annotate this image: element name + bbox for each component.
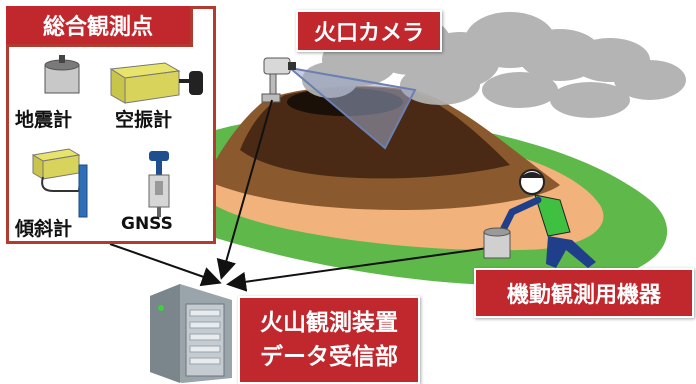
crater-camera-icon: [261, 57, 296, 103]
field-worker-icon: [498, 169, 596, 268]
instrument-label-seismometer: 地震計: [15, 109, 73, 131]
arrow-panel-to-receiver: [109, 243, 222, 287]
instrument-label-gnss: GNSS: [121, 214, 173, 234]
panel-instrument-icons: [31, 55, 203, 218]
tiltmeter-icon: [31, 148, 88, 218]
mobile-instrument-icon: [483, 227, 511, 259]
camera-field-of-view: [286, 66, 417, 150]
integrated-station-panel: 総合観測点: [6, 6, 216, 244]
receiver-label: 火山観測装置 データ受信部: [238, 296, 420, 384]
instrument-label-infrasound: 空振計: [115, 109, 173, 131]
instrument-label-tiltmeter: 傾斜計: [15, 218, 73, 240]
receiver-label-line1: 火山観測装置: [260, 309, 398, 336]
arrow-camera-to-receiver: [216, 99, 273, 280]
gnss-antenna-icon: [148, 151, 170, 217]
receiver-label-line2: データ受信部: [260, 344, 398, 370]
arrow-mobile-to-receiver: [226, 247, 489, 292]
mobile-equipment-label: 機動観測用機器: [474, 268, 694, 318]
data-receiver-server-icon: [150, 284, 232, 383]
seismometer-icon: [44, 55, 80, 94]
infrasound-sensor-icon: [109, 62, 203, 104]
panel-title: 総合観測点: [6, 6, 193, 47]
crater-camera-label: 火口カメラ: [296, 10, 442, 52]
